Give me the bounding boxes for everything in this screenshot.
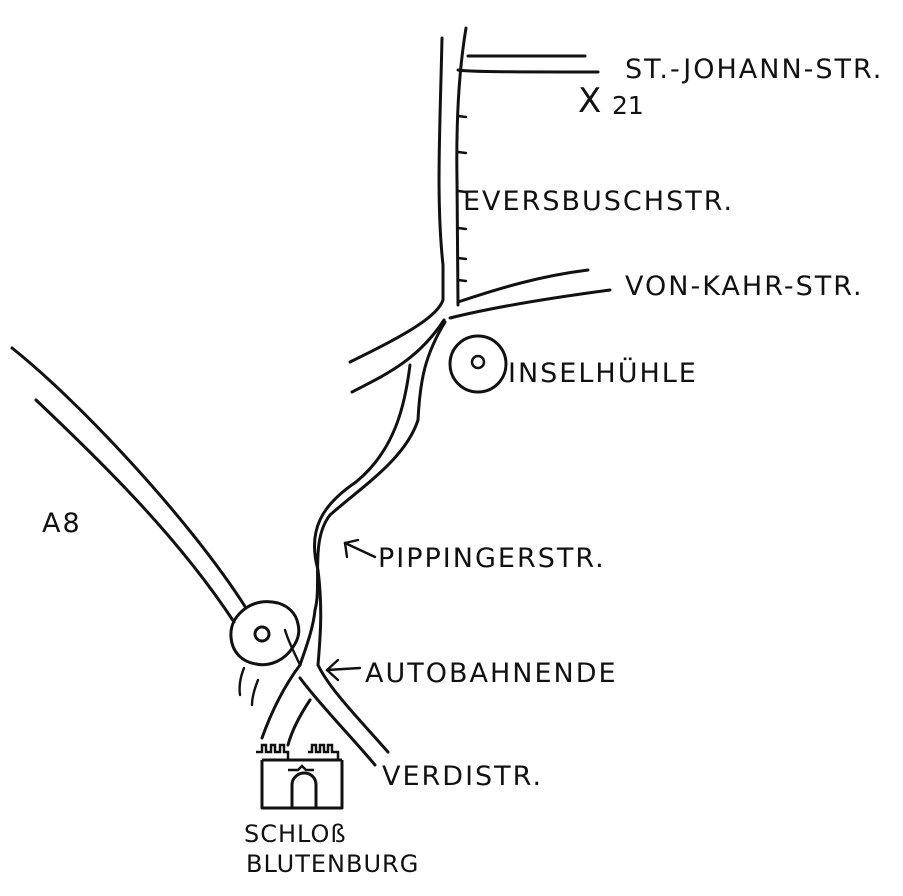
road-to-castle xyxy=(260,663,312,747)
destination-number: 21 xyxy=(612,91,644,120)
inselmuehle-symbol xyxy=(448,334,508,394)
a8-motorway-road xyxy=(10,346,248,624)
label-verdistr: VERDISTR. xyxy=(382,761,543,792)
roundabout xyxy=(229,600,302,707)
label-blutenburg: BLUTENBURG xyxy=(246,850,419,878)
label-st-johann-str: ST.-JOHANN-STR. xyxy=(625,54,883,85)
label-von-kahr-str: VON-KAHR-STR. xyxy=(625,271,864,302)
label-a8: A8 xyxy=(42,508,82,539)
autobahnende-arrow-icon xyxy=(325,658,362,682)
label-schloss: SCHLOß xyxy=(244,820,347,848)
castle-icon xyxy=(256,743,344,810)
st-johann-str-road xyxy=(456,54,600,74)
destination-marker-x: X xyxy=(578,81,601,121)
label-pippingerstr: PIPPINGERSTR. xyxy=(378,543,606,574)
pippingerstr-road xyxy=(298,320,447,667)
label-eversbuschstr: EVERSBUSCHSTR. xyxy=(463,186,734,217)
verdistr-road xyxy=(298,663,390,767)
label-autobahnende: AUTOBAHNENDE xyxy=(365,658,618,689)
pippingerstr-arrow-icon xyxy=(343,538,377,559)
eversbuschstr-side-ticks xyxy=(456,114,468,283)
eversbuschstr-road xyxy=(348,26,468,364)
von-kahr-str-road xyxy=(448,268,612,320)
label-inselmuehle: INSELHÜHLE xyxy=(508,357,698,389)
junction-branch-road xyxy=(350,318,446,394)
